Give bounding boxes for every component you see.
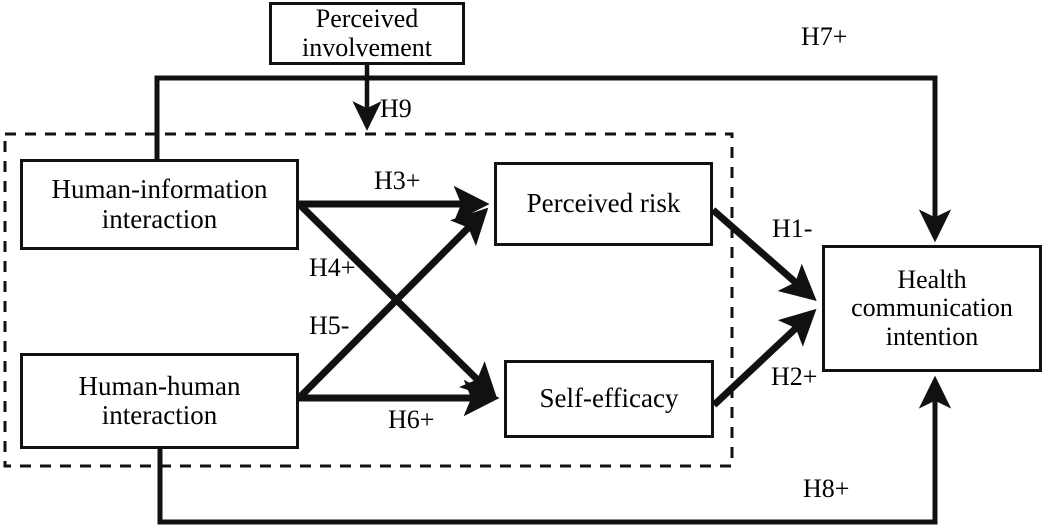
node-perceived-risk-label: Perceived risk <box>526 188 681 219</box>
edge-label-h4: H4+ <box>309 253 356 282</box>
dashed-group-boundary <box>3 132 734 468</box>
node-self-efficacy[interactable]: Self-efficacy <box>504 360 714 438</box>
node-perceived-involvement[interactable]: Perceived involvement <box>269 2 465 65</box>
edge-label-h2: H2+ <box>771 362 818 391</box>
node-health-communication-intention-label: Health communication intention <box>851 265 1013 351</box>
node-health-communication-intention[interactable]: Health communication intention <box>822 245 1042 372</box>
node-human-human-interaction[interactable]: Human-human interaction <box>20 353 299 449</box>
edge-label-h6: H6+ <box>388 405 435 434</box>
edge-h8 <box>157 375 952 525</box>
node-perceived-risk[interactable]: Perceived risk <box>494 162 713 246</box>
edge-label-h7: H7+ <box>801 22 848 51</box>
node-human-information-interaction-label: Human-information interaction <box>51 174 268 234</box>
edge-label-h1: H1- <box>772 214 813 243</box>
edge-h5 <box>296 207 489 401</box>
edge-label-h9: H9 <box>380 94 412 123</box>
edge-h7 <box>154 75 952 243</box>
edge-h2 <box>711 308 817 408</box>
node-human-information-interaction[interactable]: Human-information interaction <box>20 159 299 250</box>
edge-h1 <box>710 207 817 301</box>
node-perceived-involvement-label: Perceived involvement <box>302 4 432 62</box>
node-self-efficacy-label: Self-efficacy <box>539 383 679 414</box>
edge-label-h3: H3+ <box>374 166 421 195</box>
edge-label-h5: H5- <box>309 311 350 340</box>
edge-label-h8: H8+ <box>803 474 850 503</box>
node-human-human-interaction-label: Human-human interaction <box>78 370 241 430</box>
